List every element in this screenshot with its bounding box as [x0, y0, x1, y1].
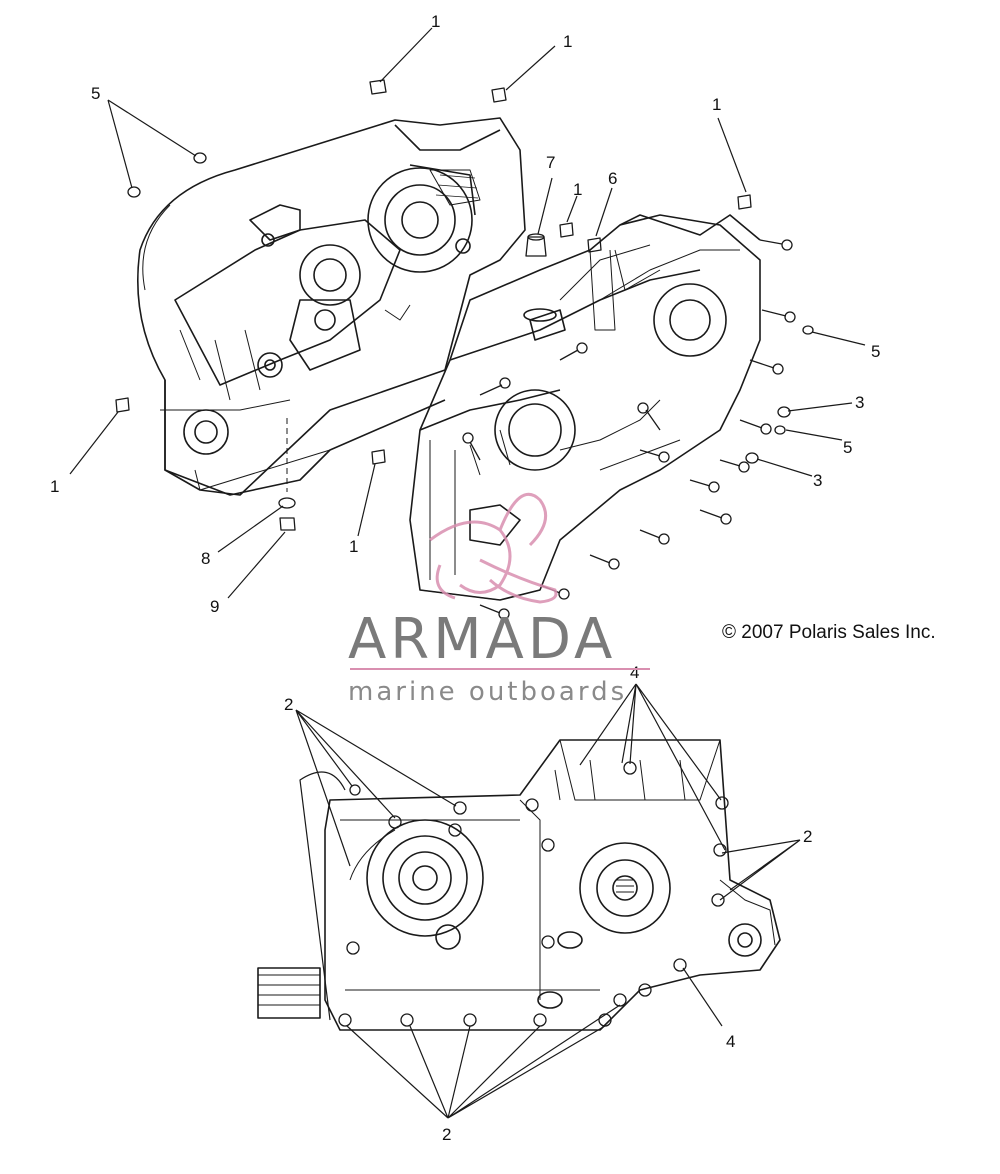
- callout-1: 1: [563, 32, 573, 51]
- callout-9: 9: [210, 597, 220, 616]
- callout-3: 3: [813, 471, 823, 490]
- watermark-logo-mark: [429, 492, 558, 604]
- assembled-crankcase: [257, 739, 781, 1031]
- callout-5: 5: [91, 84, 101, 103]
- callout-3: 3: [855, 393, 865, 412]
- callout-1: 1: [431, 12, 441, 31]
- callout-1: 1: [712, 95, 722, 114]
- right-crankcase-half: [409, 214, 761, 601]
- callout-2: 2: [284, 695, 294, 714]
- callout-5: 5: [871, 342, 881, 361]
- callout-1: 1: [573, 180, 583, 199]
- dowel-pins: [115, 79, 814, 465]
- watermark-brand: ARMADA: [348, 607, 617, 672]
- callout-2: 2: [442, 1125, 452, 1144]
- watermark-divider: [350, 668, 650, 670]
- callout-8: 8: [201, 549, 211, 568]
- callout-1: 1: [50, 477, 60, 496]
- copyright-notice: © 2007 Polaris Sales Inc.: [722, 622, 936, 643]
- leader-lines: [69, 27, 866, 1119]
- callout-4: 4: [726, 1032, 736, 1051]
- callout-5: 5: [843, 438, 853, 457]
- callout-6: 6: [608, 169, 618, 188]
- callout-1: 1: [349, 537, 359, 556]
- callout-7: 7: [546, 153, 556, 172]
- watermark-tagline: marine outboards: [348, 677, 628, 707]
- callout-4: 4: [630, 663, 640, 682]
- left-crankcase-half: [137, 117, 526, 496]
- callout-2: 2: [803, 827, 813, 846]
- crankcase-bolts: [462, 239, 796, 620]
- drain-plug-parts: [278, 233, 547, 531]
